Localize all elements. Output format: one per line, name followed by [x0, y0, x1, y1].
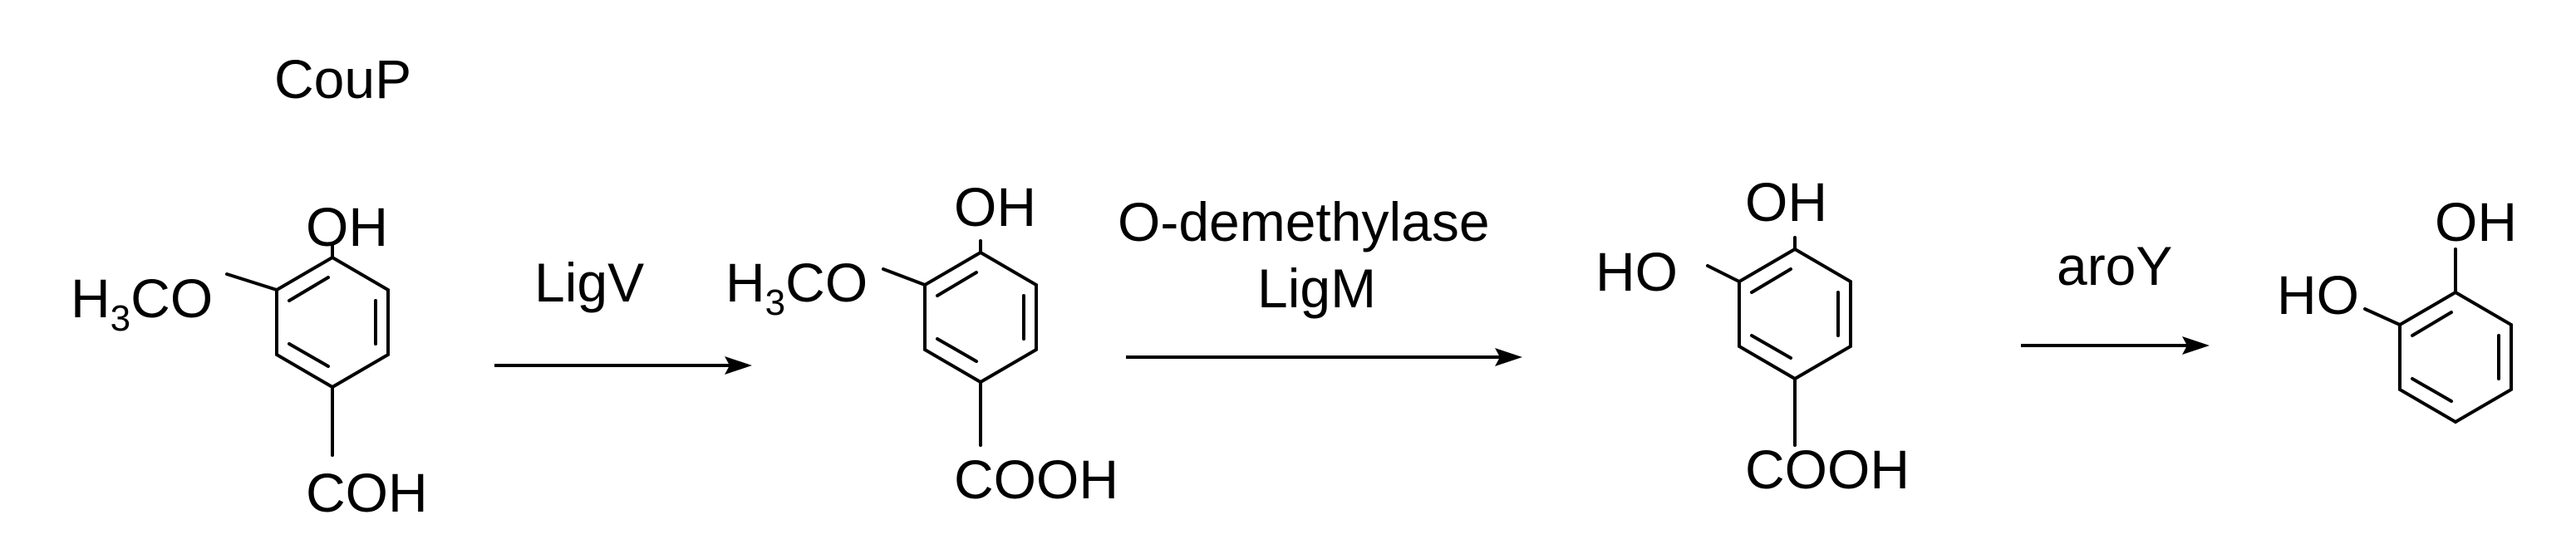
- compound-vanillic-acid: OH H3CO COOH: [725, 176, 1118, 510]
- hydroxyl-label: OH: [1745, 171, 1827, 233]
- hydroxyl-label: OH: [306, 196, 388, 257]
- hydroxyl-label-2: HO: [2277, 264, 2359, 326]
- svg-text:H3CO: H3CO: [725, 252, 868, 323]
- enzyme-aroy-label: aroY: [2057, 235, 2172, 297]
- hydroxyl-label: OH: [954, 176, 1036, 238]
- reaction-arrow-1: [494, 356, 752, 375]
- benzene-ring: [2398, 290, 2513, 424]
- svg-text:H3CO: H3CO: [71, 267, 213, 339]
- enzyme-ligv-label: LigV: [534, 252, 644, 313]
- enzyme-ligm-label: LigM: [1257, 257, 1376, 319]
- methoxy-label: H3CO: [725, 252, 868, 323]
- hydroxyl-label-2: HO: [1595, 241, 1678, 302]
- benzene-ring: [923, 250, 1038, 385]
- carboxyl-label: COOH: [1745, 439, 1910, 500]
- aldehyde-label: COH: [306, 462, 428, 523]
- compound-protocatechuic-acid: OH HO COOH: [1595, 171, 1910, 500]
- reaction-arrow-2: [1126, 348, 1522, 366]
- compound-vanillin: OH H3CO COH: [71, 196, 428, 523]
- enzyme-o-demethylase-label: O-demethylase: [1118, 191, 1490, 252]
- transporter-label: CouP: [274, 48, 411, 110]
- benzene-ring: [1738, 247, 1852, 381]
- benzene-ring: [275, 255, 390, 390]
- reaction-arrow-3: [2021, 336, 2210, 355]
- compound-catechol: OH HO: [2277, 191, 2517, 424]
- hydroxyl-label: OH: [2435, 191, 2517, 252]
- methoxy-label: H3CO: [71, 267, 213, 339]
- carboxyl-label: COOH: [954, 449, 1118, 510]
